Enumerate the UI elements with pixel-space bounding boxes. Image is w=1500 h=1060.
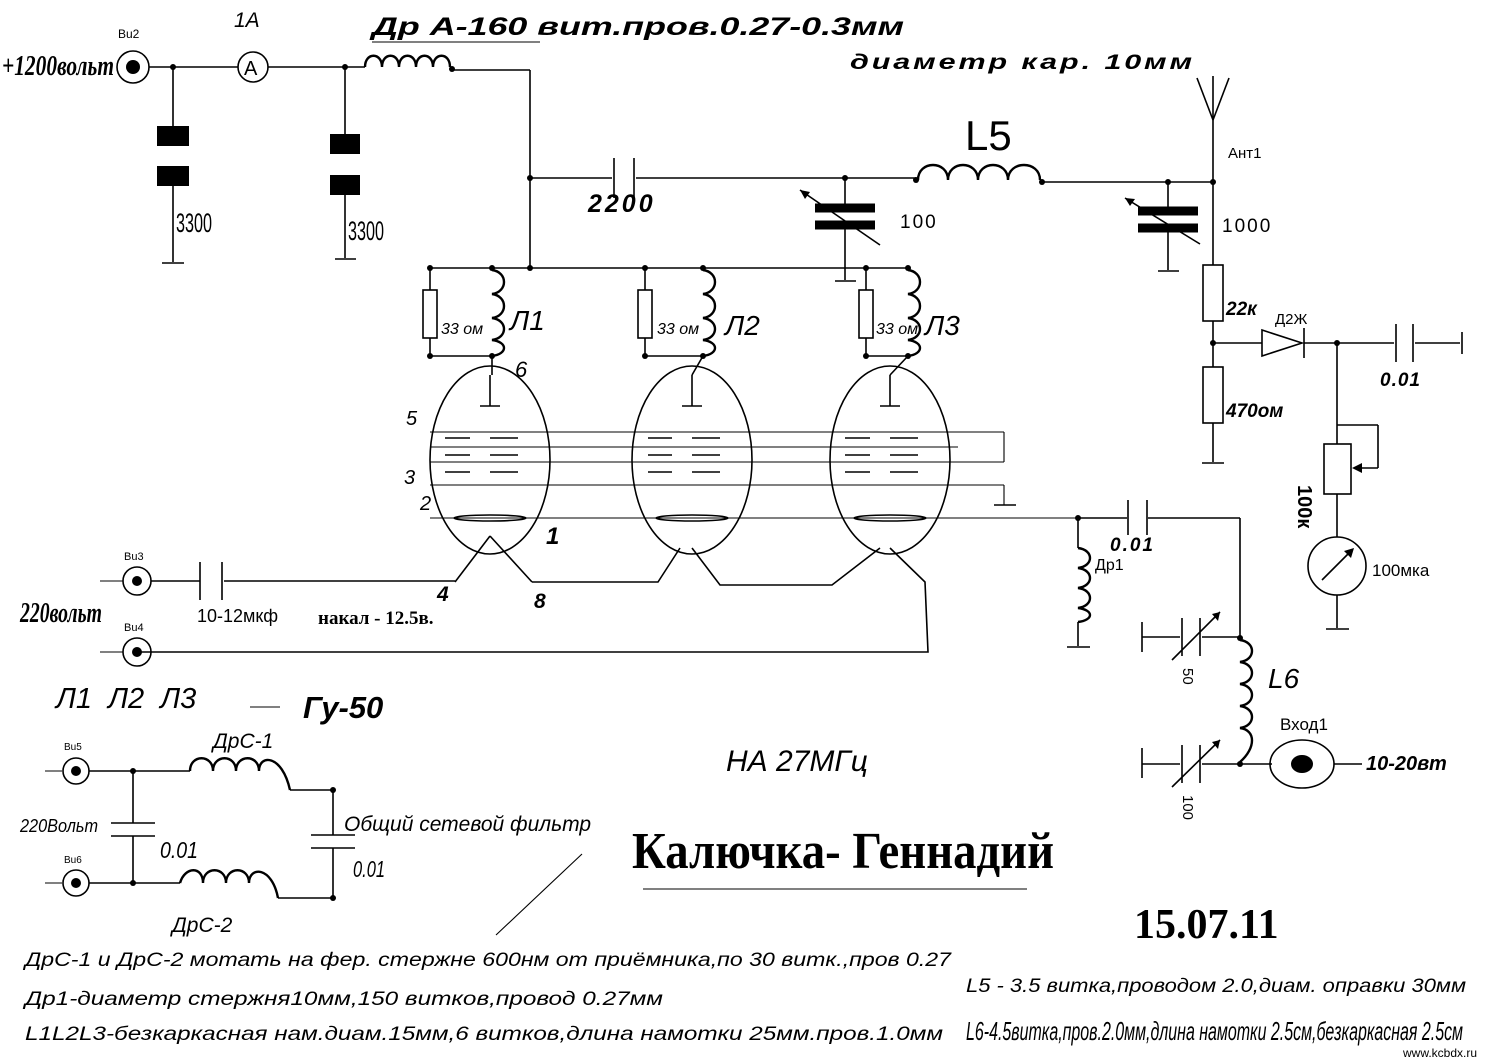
plate-network-1 bbox=[422, 265, 506, 359]
cap-100-input-label: 100 bbox=[1179, 795, 1196, 820]
filter-label: Общий сетевой фильтр bbox=[344, 813, 591, 836]
note-dr1: Др1-диаметр стержня10мм,150 витков,прово… bbox=[22, 989, 663, 1010]
choke-drc2-icon bbox=[178, 869, 280, 899]
watermark: www.kcbdx.ru bbox=[1402, 1046, 1477, 1060]
l5-label: L5 bbox=[965, 112, 1012, 159]
hv-label: +1200вольт bbox=[2, 51, 114, 82]
input-power-label: 10-20вт bbox=[1366, 753, 1447, 775]
heater-circuit bbox=[100, 562, 455, 667]
tube-1 bbox=[429, 365, 551, 583]
heater-cap-label: 10-12мкф bbox=[197, 606, 278, 626]
choke-dr1-label: Др1 bbox=[1095, 557, 1124, 574]
capacitor-icon bbox=[157, 126, 189, 146]
diode-icon bbox=[1261, 328, 1305, 358]
cap-50-label: 50 bbox=[1179, 668, 1196, 685]
connector-vu3-label: Вu3 bbox=[124, 551, 144, 563]
note-filter-chokes: ДрС-1 и ДрС-2 мотать на фер. стержне 600… bbox=[23, 950, 953, 971]
resistor-icon bbox=[858, 289, 874, 339]
coil-l3-label: Л3 bbox=[923, 310, 960, 341]
author-title: Калючка- Геннадий bbox=[632, 823, 1054, 880]
coil-diameter-label: диаметр кар. 10мм bbox=[850, 51, 1195, 74]
coil-l1-icon bbox=[491, 268, 506, 358]
heater-voltage-label: 220вольт bbox=[19, 597, 102, 629]
resistor-470-label: 470ом bbox=[1225, 401, 1283, 422]
tube-list-label: Л1 Л2 Л3 bbox=[54, 683, 196, 715]
ammeter-symbol: A bbox=[244, 58, 258, 80]
anode-bus bbox=[422, 265, 922, 359]
tube-2 bbox=[532, 365, 881, 586]
choke-drc1-label: ДрС-1 bbox=[211, 730, 273, 753]
choke-drc1-icon bbox=[188, 757, 292, 791]
coil-l2-label: Л2 bbox=[723, 310, 760, 341]
plate-network-3 bbox=[858, 265, 922, 359]
microammeter-label: 100мка bbox=[1372, 561, 1430, 580]
potentiometer-icon bbox=[1323, 443, 1352, 495]
note-l5: L5 - 3.5 витка,проводом 2.0,диам. оправк… bbox=[966, 976, 1466, 997]
coil-l2-icon bbox=[702, 268, 717, 358]
grid-cap-label: 0.01 bbox=[1110, 535, 1155, 556]
resistor-icon bbox=[1202, 264, 1224, 322]
ammeter-rating: 1A bbox=[234, 9, 260, 32]
filter-cap-2-label: 0.01 bbox=[353, 856, 385, 882]
antenna-label: Ант1 bbox=[1228, 145, 1262, 162]
note-l6: L6-4.5витка,пров.2.0мм,длина намотки 2.5… bbox=[966, 1016, 1463, 1046]
resistor-1-label: 33 ом bbox=[441, 321, 483, 338]
cap-100-label: 100 bbox=[900, 212, 938, 233]
pin-4-label: 4 bbox=[436, 583, 449, 606]
tube-type-label: Гу-50 bbox=[303, 690, 383, 725]
connector-vu4-label: Вu4 bbox=[124, 622, 144, 634]
filter-voltage-label: 220Вольт bbox=[19, 816, 98, 836]
cap-1000-label: 1000 bbox=[1222, 216, 1272, 237]
capacitor-icon bbox=[330, 134, 360, 154]
tubes bbox=[140, 355, 1078, 653]
resistor-icon bbox=[1202, 366, 1224, 424]
cap-3300-1: 3300 bbox=[176, 208, 212, 238]
meter-cap-label: 0.01 bbox=[1380, 370, 1421, 391]
pin-2-label: 2 bbox=[419, 493, 431, 515]
coil-l6-icon bbox=[1239, 638, 1254, 763]
cap-3300-2: 3300 bbox=[348, 216, 384, 246]
filter-cap-1-label: 0.01 bbox=[160, 837, 198, 863]
note-l1l2l3: L1L2L3-безкаркасная нам.диам.15мм,6 витк… bbox=[25, 1024, 943, 1045]
antenna-icon bbox=[1196, 77, 1214, 121]
choke-icon bbox=[363, 54, 452, 68]
connector-vu6-label: Вu6 bbox=[64, 855, 82, 866]
pin-8-label: 8 bbox=[534, 590, 546, 613]
coil-l3-icon bbox=[907, 268, 922, 358]
potentiometer-label: 100к bbox=[1293, 485, 1315, 529]
coil-l1-label: Л1 bbox=[508, 305, 545, 336]
pin-5-label: 5 bbox=[406, 408, 418, 430]
labels: +1200вольт Вu2 1A A Др А-160 вит.пров.0.… bbox=[2, 9, 1477, 1060]
filament-label: накал - 12.5в. bbox=[318, 608, 434, 629]
hv-connector-label: Вu2 bbox=[118, 27, 140, 41]
input-circuit bbox=[1067, 500, 1362, 789]
mains-filter bbox=[45, 757, 583, 936]
pin-1-label: 1 bbox=[546, 523, 559, 550]
pin-3-label: 3 bbox=[404, 467, 415, 489]
coil-l6-label: L6 bbox=[1268, 663, 1300, 694]
resistor-icon bbox=[422, 289, 438, 339]
choke-dr1-icon bbox=[1077, 546, 1092, 624]
cap-2200-label: 2200 bbox=[587, 190, 656, 218]
choke-drc2-label: ДрС-2 bbox=[170, 914, 233, 937]
resistor-3-label: 33 ом bbox=[876, 321, 918, 338]
resistor-2-label: 33 ом bbox=[657, 321, 699, 338]
connector-vu5-label: Вu5 bbox=[64, 742, 82, 753]
resistor-22k-label: 22к bbox=[1225, 299, 1258, 320]
diode-label: Д2Ж bbox=[1275, 311, 1308, 328]
coil-l5-icon bbox=[916, 163, 1042, 181]
plate-network-2 bbox=[637, 265, 717, 359]
resistor-icon bbox=[637, 289, 653, 339]
pin-6-label: 6 bbox=[515, 357, 528, 382]
date-label: 15.07.11 bbox=[1134, 902, 1279, 948]
meter-circuit bbox=[1202, 264, 1463, 630]
input-connector-label: Вход1 bbox=[1280, 715, 1328, 734]
hv-supply bbox=[116, 50, 533, 271]
tank-circuit bbox=[530, 76, 1230, 282]
choke-label: Др А-160 вит.пров.0.27-0.3мм bbox=[369, 13, 904, 41]
tube-3 bbox=[140, 365, 951, 653]
frequency-label: НА 27МГц bbox=[726, 745, 868, 778]
